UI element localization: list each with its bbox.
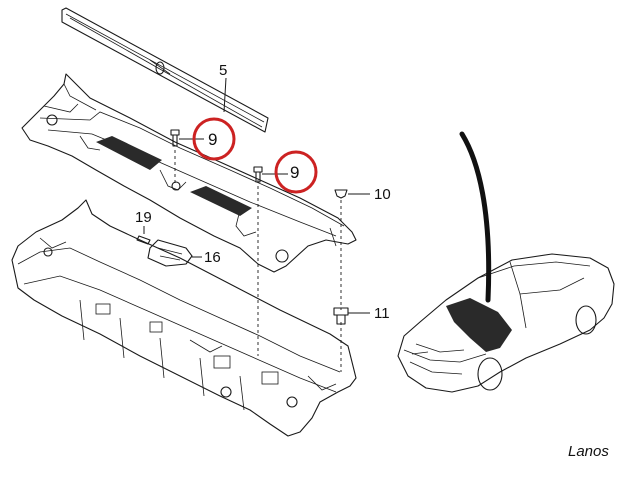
bracket-part-16 [147, 239, 193, 267]
callout-9a: 9 [208, 130, 217, 149]
leader-line-5 [223, 77, 227, 113]
model-label: Lanos [568, 443, 609, 460]
highlight-circle-9a [192, 117, 236, 161]
cowl-lower-panel [11, 199, 357, 437]
callout-9b: 9 [290, 163, 299, 182]
clip-part-19 [136, 235, 151, 245]
highlight-circle-9b [274, 150, 318, 194]
clip-part-10 [334, 189, 348, 199]
callout-11: 11 [374, 305, 390, 322]
callout-5: 5 [219, 62, 227, 79]
weatherstrip-seal-part-5 [61, 7, 269, 133]
cowl-grille-left [96, 136, 162, 170]
fastener-part-11 [333, 307, 349, 325]
callout-16: 16 [204, 249, 221, 266]
callout-19: 19 [135, 209, 152, 226]
car-hood-highlight [446, 298, 512, 352]
car-pointer-line [459, 131, 492, 303]
car-silhouette [397, 253, 615, 393]
screw-part-9a [170, 129, 180, 147]
cowl-top-panel [21, 73, 357, 273]
screw-part-9b [253, 166, 263, 183]
cowl-grille-right [190, 186, 252, 216]
callout-10: 10 [374, 186, 391, 203]
